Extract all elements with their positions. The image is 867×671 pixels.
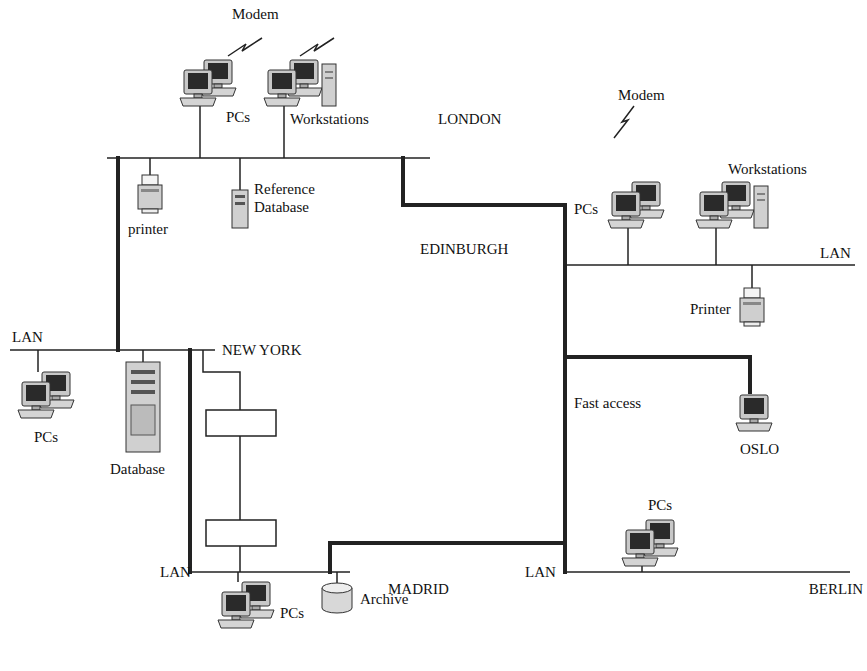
modem-label: Modem xyxy=(232,5,279,23)
lan-label: LAN xyxy=(160,563,191,581)
device-label: PCs xyxy=(648,496,672,514)
device-label: Workstations xyxy=(728,160,807,178)
device-label: PCs xyxy=(574,200,598,218)
device-label: Printer xyxy=(690,300,731,318)
site-name: BERLIN xyxy=(809,580,863,598)
site-name: LONDON xyxy=(438,110,501,128)
device-label: printer xyxy=(128,220,168,238)
site-name: EDINBURGH xyxy=(420,240,508,258)
device-label: Database xyxy=(110,460,165,478)
device-label: Reference Database xyxy=(254,180,328,216)
site-name: OSLO xyxy=(740,440,779,458)
device-label: PCs xyxy=(226,108,250,126)
lan-label: LAN xyxy=(12,328,43,346)
device-label: Workstations xyxy=(290,110,369,128)
device-label: PCs xyxy=(280,604,304,622)
device-label: Archive xyxy=(360,590,408,608)
site-name: NEW YORK xyxy=(222,341,302,359)
lan-label: LAN xyxy=(525,563,556,581)
link-label: Fast access xyxy=(574,394,641,412)
device-label: PCs xyxy=(34,428,58,446)
lan-label: LAN xyxy=(820,244,851,262)
modem-label: Modem xyxy=(618,86,665,104)
